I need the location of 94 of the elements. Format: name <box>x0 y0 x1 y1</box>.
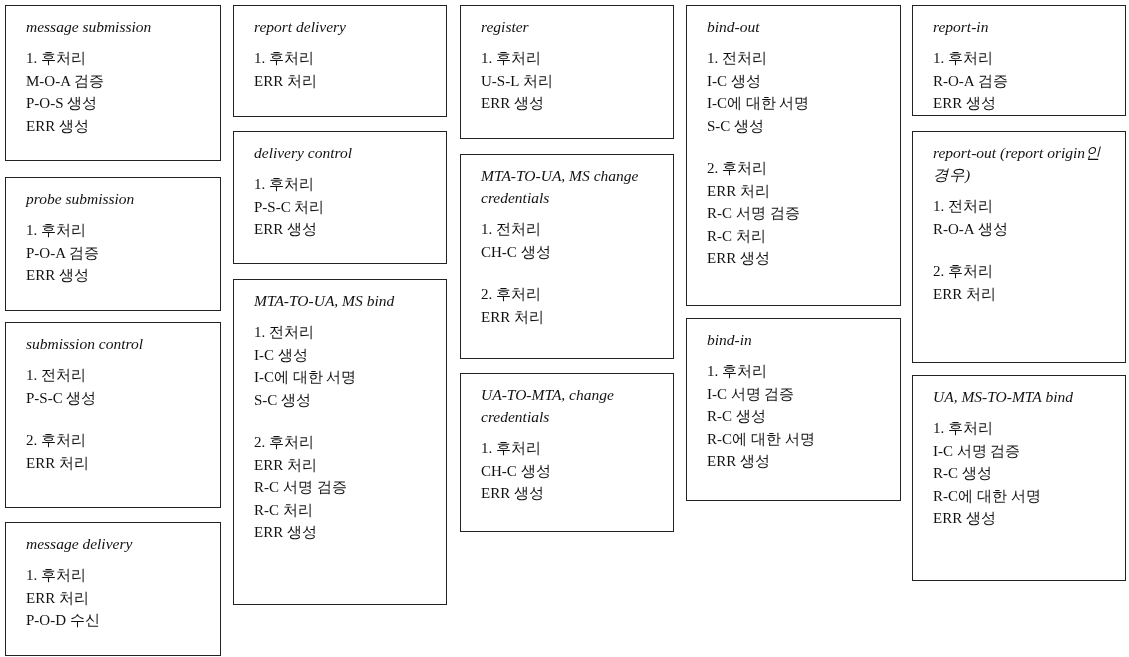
step-item: 2. 후처리 <box>481 285 541 304</box>
step-item: I-C에 대한 서명 <box>707 94 810 113</box>
step-heading: 1. 후처리 <box>254 49 314 68</box>
step-heading: 1. 후처리 <box>933 419 993 438</box>
process-box <box>460 154 674 359</box>
step-heading: 1. 전처리 <box>254 323 314 342</box>
step-item: I-C 생성 <box>707 71 761 91</box>
step-heading: 1. 전처리 <box>933 197 993 216</box>
step-item: ERR 생성 <box>707 249 770 268</box>
step-heading: 1. 후처리 <box>481 49 541 68</box>
process-box <box>686 318 901 501</box>
step-item: 2. 후처리 <box>26 431 86 450</box>
step-item: 2. 후처리 <box>933 262 993 281</box>
step-item: ERR 처리 <box>254 71 317 91</box>
step-item: P-O-A 검증 <box>26 243 99 263</box>
step-item: 2. 후처리 <box>254 433 314 452</box>
process-box <box>233 279 447 605</box>
step-item: R-C 서명 검증 <box>254 478 347 497</box>
step-heading: 1. 후처리 <box>254 175 314 194</box>
step-item: P-S-C 처리 <box>254 197 325 217</box>
step-item: CH-C 생성 <box>481 461 551 481</box>
step-item: R-O-A 검증 <box>933 71 1008 91</box>
step-item: CH-C 생성 <box>481 242 551 262</box>
step-item: R-O-A 생성 <box>933 219 1008 239</box>
step-item: R-C 처리 <box>707 226 766 246</box>
step-heading: 1. 후처리 <box>26 221 86 240</box>
step-item: ERR 처리 <box>933 284 996 304</box>
process-box <box>460 373 674 532</box>
step-heading: 1. 후처리 <box>481 439 541 458</box>
box-heading: bind-out <box>707 17 760 37</box>
box-heading: report-out (report origin인 경우) <box>933 143 1103 185</box>
process-box <box>5 522 221 656</box>
step-item: ERR 생성 <box>254 523 317 542</box>
step-item: ERR 생성 <box>933 94 996 113</box>
step-item: I-C에 대한 서명 <box>254 368 357 387</box>
process-box <box>912 131 1126 363</box>
step-item: R-C에 대한 서명 <box>933 486 1041 506</box>
step-heading: 1. 전처리 <box>26 366 86 385</box>
box-heading: submission control <box>26 334 143 354</box>
step-item: P-O-S 생성 <box>26 94 98 113</box>
process-box <box>912 5 1126 116</box>
box-heading: MTA-TO-UA, MS change credentials <box>481 166 640 208</box>
process-box <box>912 375 1126 581</box>
box-heading: MTA-TO-UA, MS bind <box>254 291 395 311</box>
process-box <box>5 322 221 508</box>
step-item: ERR 처리 <box>481 307 544 327</box>
process-box <box>233 5 447 117</box>
step-heading: 1. 후처리 <box>707 362 767 381</box>
step-item: ERR 생성 <box>481 94 544 113</box>
step-item: P-O-D 수신 <box>26 611 100 630</box>
step-item: ERR 생성 <box>707 452 770 471</box>
step-item: I-C 서명 검증 <box>707 384 795 404</box>
step-item: R-C 생성 <box>707 407 766 426</box>
step-item: I-C 생성 <box>254 345 308 365</box>
process-box <box>5 177 221 311</box>
process-box <box>233 131 447 264</box>
step-item: ERR 처리 <box>26 453 89 473</box>
process-box <box>686 5 901 306</box>
process-box <box>460 5 674 139</box>
step-item: P-S-C 생성 <box>26 388 97 408</box>
step-heading: 1. 후처리 <box>933 49 993 68</box>
step-item: ERR 처리 <box>254 455 317 475</box>
box-heading: bind-in <box>707 330 752 350</box>
step-item: R-C에 대한 서명 <box>707 429 815 449</box>
step-item: U-S-L 처리 <box>481 71 553 91</box>
step-item: I-C 서명 검증 <box>933 441 1021 461</box>
process-box <box>5 5 221 161</box>
box-heading: register <box>481 17 529 37</box>
step-heading: 1. 전처리 <box>707 49 767 68</box>
box-heading: delivery control <box>254 143 352 163</box>
box-heading: report-in <box>933 17 989 37</box>
box-heading: report delivery <box>254 17 346 37</box>
box-heading: message delivery <box>26 534 133 554</box>
step-item: ERR 생성 <box>481 484 544 503</box>
step-item: R-C 처리 <box>254 500 313 520</box>
step-heading: 1. 후처리 <box>26 49 86 68</box>
step-item: S-C 생성 <box>707 116 765 136</box>
step-item: ERR 처리 <box>26 588 89 608</box>
box-heading: message submission <box>26 17 152 37</box>
step-heading: 1. 후처리 <box>26 566 86 585</box>
step-item: M-O-A 검증 <box>26 71 104 91</box>
step-item: S-C 생성 <box>254 390 312 410</box>
step-heading: 1. 전처리 <box>481 220 541 239</box>
step-item: ERR 생성 <box>26 116 89 136</box>
step-item: ERR 처리 <box>707 181 770 201</box>
box-heading: UA, MS-TO-MTA bind <box>933 387 1073 407</box>
step-item: ERR 생성 <box>933 509 996 528</box>
step-item: ERR 생성 <box>26 266 89 285</box>
step-item: R-C 서명 검증 <box>707 204 800 223</box>
step-item: ERR 생성 <box>254 220 317 239</box>
box-heading: probe submission <box>26 189 135 209</box>
step-item: 2. 후처리 <box>707 159 767 178</box>
step-item: R-C 생성 <box>933 464 992 483</box>
box-heading: UA-TO-MTA, change credentials <box>481 385 615 427</box>
